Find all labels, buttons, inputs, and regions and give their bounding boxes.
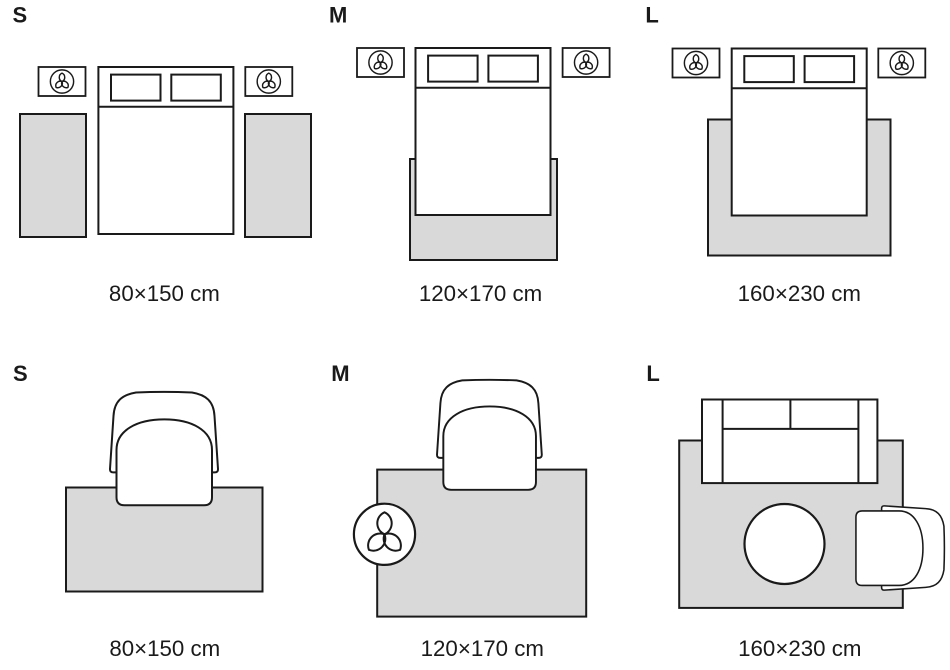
- svg-text:L: L: [646, 361, 659, 386]
- svg-text:M: M: [331, 361, 349, 386]
- svg-text:80×150 cm: 80×150 cm: [109, 281, 220, 306]
- svg-text:S: S: [13, 361, 28, 386]
- svg-text:120×170 cm: 120×170 cm: [419, 281, 542, 306]
- svg-text:160×230 cm: 160×230 cm: [738, 636, 861, 661]
- svg-text:160×230 cm: 160×230 cm: [738, 281, 861, 306]
- svg-text:M: M: [329, 2, 347, 27]
- svg-text:80×150 cm: 80×150 cm: [109, 636, 220, 661]
- svg-text:L: L: [645, 2, 658, 27]
- svg-text:S: S: [13, 2, 28, 27]
- svg-text:120×170 cm: 120×170 cm: [421, 636, 544, 661]
